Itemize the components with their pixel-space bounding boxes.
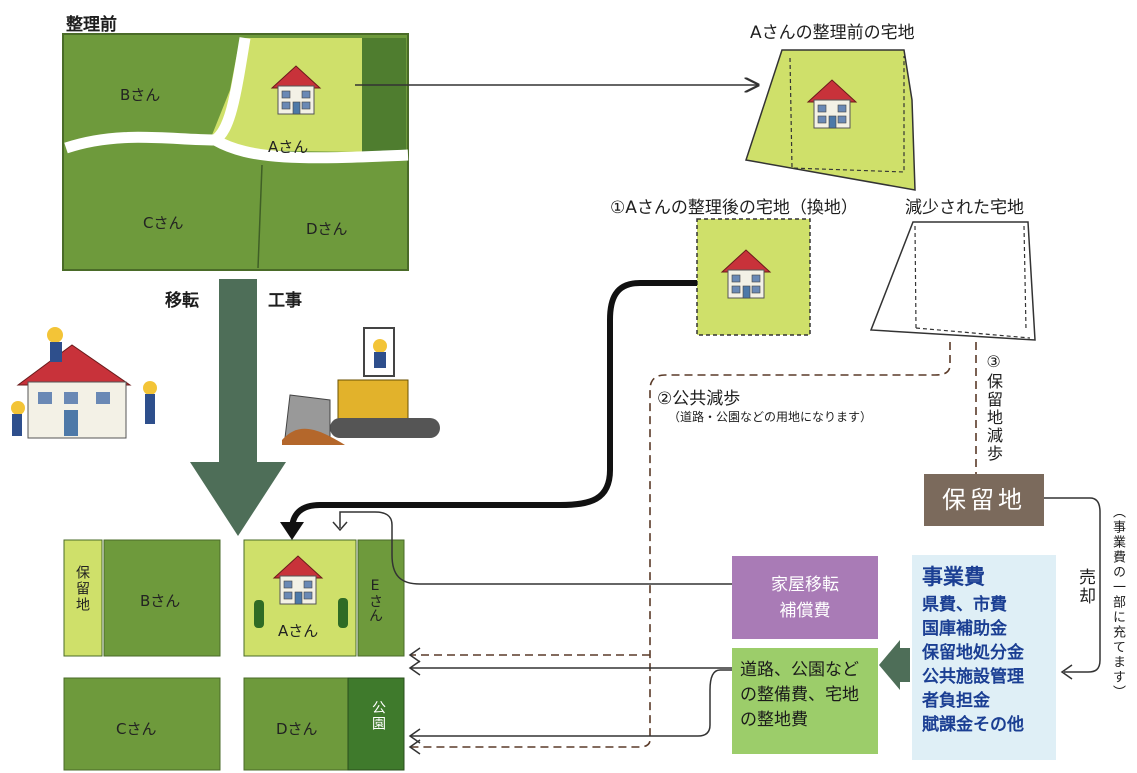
label-a-after-land: ①Aさんの整理後の宅地（換地） [610,198,858,218]
before-plot-a: Aさん [268,138,309,156]
relocation-arrow [190,279,286,536]
label-sale-note: （事業費の一部に充てます） [1110,505,1125,700]
map-before [62,33,409,271]
label-public-reduction: ②公共減歩 [657,389,741,409]
project-cost-item: 県費、市費 [922,595,1007,615]
project-cost-item: 保留地処分金 [922,643,1024,663]
after-plot-park: 公園 [370,700,386,732]
house-compensation-line1: 家屋移転 [771,575,839,595]
map-after [62,537,407,771]
project-cost-item: 賦課金その他 [922,715,1024,735]
public-reduction-line [410,342,951,748]
label-reserve-reduction: ③保留地減歩 [984,352,1003,463]
bulldozer-illustration [282,327,440,445]
road-park-line1: 道路、公園など [740,660,859,680]
project-cost-item: 者負担金 [922,691,990,711]
label-a-before-land: Aさんの整理前の宅地 [750,23,915,43]
after-plot-c: Cさん [116,720,157,738]
reduced-land [869,221,1036,341]
after-plot-a: Aさん [278,622,319,640]
after-plot-d: Dさん [276,720,318,738]
label-sale: 売却 [1075,568,1095,606]
project-cost-item: 国庫補助金 [922,619,1007,639]
a-after-land [696,218,811,336]
a-before-land [745,49,916,191]
before-plot-c: Cさん [143,214,184,232]
road-park-cost-box: 道路、公園など の整備費、宅地 の整地費 [732,648,878,754]
label-relocation: 移転 [165,291,199,311]
label-construction: 工事 [268,291,302,311]
relocation-curve [289,280,697,531]
house-compensation-line2: 補償費 [779,601,831,621]
after-plot-reserve: 保留地 [74,565,90,613]
road-park-line2: の整備費、宅地 [740,685,859,705]
reserve-land-box: 保留地 [924,474,1044,526]
label-public-reduction-note: （道路・公園などの用地になります） [668,410,873,424]
title-before: 整理前 [66,15,117,35]
compensation-line [339,511,732,585]
project-cost-box: 事業費 県費、市費 国庫補助金 保留地処分金 公共施設管理 者負担金 賦課金その… [912,555,1056,760]
house-move-illustration [11,327,157,439]
after-plot-e: Eさん [367,578,383,622]
label-reduced-land: 減少された宅地 [905,198,1024,218]
sale-line [1044,497,1101,673]
road-park-line3: の整地費 [740,710,808,730]
after-plot-b: Bさん [140,592,181,610]
house-compensation-box: 家屋移転 補償費 [732,556,878,639]
before-plot-b: Bさん [120,86,161,104]
project-cost-item: 公共施設管理 [922,667,1024,687]
project-cost-head: 事業費 [922,565,985,589]
before-plot-d: Dさん [306,220,348,238]
road-cost-line-2 [410,669,732,737]
